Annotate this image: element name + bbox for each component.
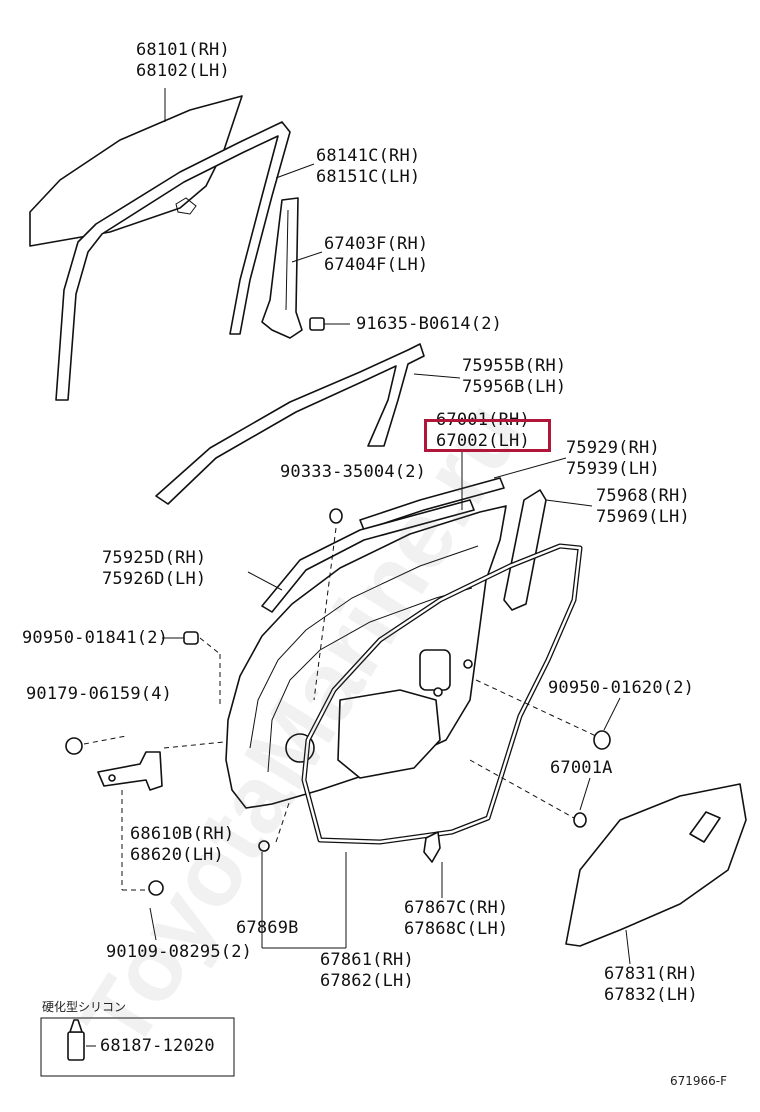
label-67867c[interactable]: 67867C(RH)67868C(LH) — [404, 898, 509, 939]
label-67403f[interactable]: 67403F(RH)67404F(LH) — [324, 234, 429, 275]
label-75925d[interactable]: 75925D(RH)75926D(LH) — [102, 548, 207, 589]
label-68187[interactable]: 68187-12020 — [100, 1036, 215, 1056]
label-68610b[interactable]: 68610B(RH)68620(LH) — [130, 824, 235, 865]
label-75929[interactable]: 75929(RH)75939(LH) — [566, 438, 660, 479]
clip-67001a[interactable] — [573, 812, 587, 828]
sealant-caption: 硬化型シリコン — [42, 1000, 127, 1014]
label-67869b[interactable]: 67869B — [236, 918, 299, 938]
door-weatherstrip[interactable] — [301, 543, 583, 845]
label-67861[interactable]: 67861(RH)67862(LH) — [320, 950, 414, 991]
label-90333[interactable]: 90333-35004(2) — [280, 462, 427, 482]
sealant-box — [40, 1017, 235, 1077]
nut-90950-b[interactable] — [593, 730, 611, 750]
service-hole-cover[interactable] — [565, 783, 747, 947]
label-90179[interactable]: 90179-06159(4) — [26, 684, 173, 704]
label-90109[interactable]: 90109-08295(2) — [106, 942, 253, 962]
bolt-90179[interactable] — [65, 737, 83, 755]
sealant-tube[interactable] — [67, 1019, 85, 1061]
glass-run-channel[interactable] — [55, 121, 291, 401]
bolt-91635[interactable] — [309, 317, 350, 331]
rear-moulding[interactable] — [503, 489, 547, 611]
drawing-code: 671966-F — [670, 1074, 728, 1088]
label-90950-01841[interactable]: 90950-01841(2) — [22, 628, 169, 648]
pin-67869b[interactable] — [258, 840, 270, 852]
label-90950-01620[interactable]: 90950-01620(2) — [548, 678, 695, 698]
door-hinge[interactable] — [97, 751, 163, 791]
highlight-67002 — [424, 419, 551, 452]
label-75955b[interactable]: 75955B(RH)75956B(LH) — [462, 356, 567, 397]
bolt-90109[interactable] — [148, 880, 164, 896]
label-68141c[interactable]: 68141C(RH)68151C(LH) — [316, 146, 421, 187]
nut-90950-a[interactable] — [183, 631, 199, 645]
division-bar[interactable] — [261, 197, 303, 339]
label-75968[interactable]: 75968(RH)75969(LH) — [596, 486, 690, 527]
clip-90333[interactable] — [329, 508, 343, 524]
label-68101[interactable]: 68101(RH)68102(LH) — [136, 40, 230, 81]
belt-moulding-outer[interactable] — [155, 343, 425, 505]
label-67001a[interactable]: 67001A — [550, 758, 613, 778]
label-91635[interactable]: 91635-B0614(2) — [356, 314, 503, 334]
label-67831[interactable]: 67831(RH)67832(LH) — [604, 964, 698, 1005]
clip-67867c[interactable] — [423, 831, 441, 863]
door-frame-moulding[interactable] — [261, 499, 475, 613]
door-glass[interactable] — [29, 95, 243, 247]
